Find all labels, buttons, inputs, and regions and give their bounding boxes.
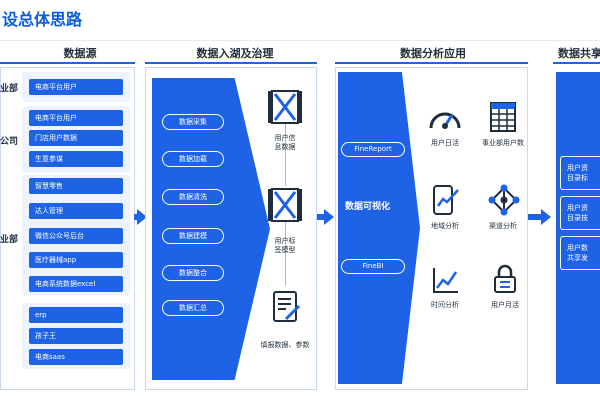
output-label-line: 用户标 (274, 237, 296, 245)
sharing-item-line: 目录技 (567, 214, 588, 222)
lock-icon (492, 264, 518, 294)
source-item: 达人管理 (29, 203, 123, 219)
tool-pill: FineBI (341, 259, 405, 274)
dept-label: 公司 (0, 137, 19, 147)
source-item: erp (29, 307, 123, 323)
source-item: 医疗器械app (29, 252, 123, 268)
source-item: 孩子王 (29, 328, 123, 344)
dept-label: 业部 (0, 84, 19, 94)
connector-line (285, 124, 286, 186)
output-label-line: 签模型 (274, 246, 296, 254)
network-icon (488, 184, 520, 216)
process-step: 数据采集 (162, 114, 224, 130)
film-x-icon (266, 89, 304, 125)
visualization-chevron (338, 72, 420, 384)
analysis-label: 用户日活 (431, 139, 459, 147)
analysis-label: 时间分析 (431, 301, 459, 309)
trend-chart-icon (432, 266, 460, 294)
output-label-line: 用户信 (274, 134, 296, 142)
sharing-item: 用户资 目录标 (560, 156, 600, 190)
source-item: 门店用户数据 (29, 130, 123, 146)
source-item: 电商saas (29, 349, 123, 365)
column-header-underline (335, 62, 528, 64)
analysis-label: 渠道分析 (489, 222, 517, 230)
analysis-label: 事业部用户数 (482, 139, 524, 147)
form-pen-icon (272, 290, 302, 324)
source-item: 微信公众号后台 (29, 228, 123, 244)
column-header-sources: 数据源 (63, 47, 97, 60)
phone-chart-icon (432, 184, 460, 216)
sharing-item-line: 用户资 (567, 204, 588, 212)
output-label: 用户标 签模型 (266, 237, 304, 255)
film-x-icon (266, 187, 304, 223)
title-divider (0, 40, 600, 41)
table-grid-icon (490, 102, 516, 132)
column-header-ingest: 数据入湖及治理 (196, 47, 274, 60)
flow-arrow-icon (137, 209, 147, 225)
sharing-item: 用户数 共享发 (560, 236, 600, 270)
process-step: 数据建模 (162, 228, 224, 244)
column-header-underline (553, 62, 600, 64)
connector-line (285, 222, 286, 286)
page-title: 设总体思路 (2, 10, 83, 29)
output-label: 用户信 息数据 (266, 134, 304, 152)
sharing-item-line: 用户数 (567, 244, 588, 252)
analysis-label: 用户月活 (491, 301, 519, 309)
tool-pill: FineReport (341, 142, 405, 157)
output-label: 填报数据、参数 (260, 341, 310, 349)
sharing-item-line: 共享发 (567, 254, 588, 262)
source-item: 生意参谋 (29, 151, 123, 167)
sharing-block (556, 72, 600, 384)
column-header-sharing: 数据共享 (558, 47, 600, 60)
flow-arrow-icon (541, 209, 551, 225)
process-step: 数据加载 (162, 151, 224, 167)
sharing-item: 用户资 目录技 (560, 196, 600, 230)
analysis-label: 地域分析 (431, 222, 459, 230)
column-header-underline (0, 62, 135, 64)
process-step: 数据清洗 (162, 189, 224, 205)
sharing-item-line: 目录标 (567, 174, 588, 182)
visualization-title: 数据可视化 (345, 202, 391, 212)
source-item: 电商系统数据excel (29, 276, 123, 292)
process-step: 数据汇总 (162, 300, 224, 316)
process-step: 数据整合 (162, 265, 224, 281)
source-item: 电商平台用户 (29, 79, 123, 95)
gauge-icon (428, 104, 462, 132)
sharing-item-line: 用户资 (567, 164, 588, 172)
source-item: 智慧零售 (29, 178, 123, 194)
column-header-underline (145, 62, 317, 64)
flow-arrow-stem (317, 214, 325, 220)
flow-arrow-icon (324, 209, 334, 225)
column-header-analysis: 数据分析应用 (400, 47, 466, 60)
dept-label: 业部 (0, 235, 19, 245)
output-label-line: 息数据 (274, 143, 296, 151)
flow-arrow-stem (134, 214, 138, 220)
source-item: 电商平台用户 (29, 110, 123, 126)
flow-arrow-stem (528, 214, 542, 220)
